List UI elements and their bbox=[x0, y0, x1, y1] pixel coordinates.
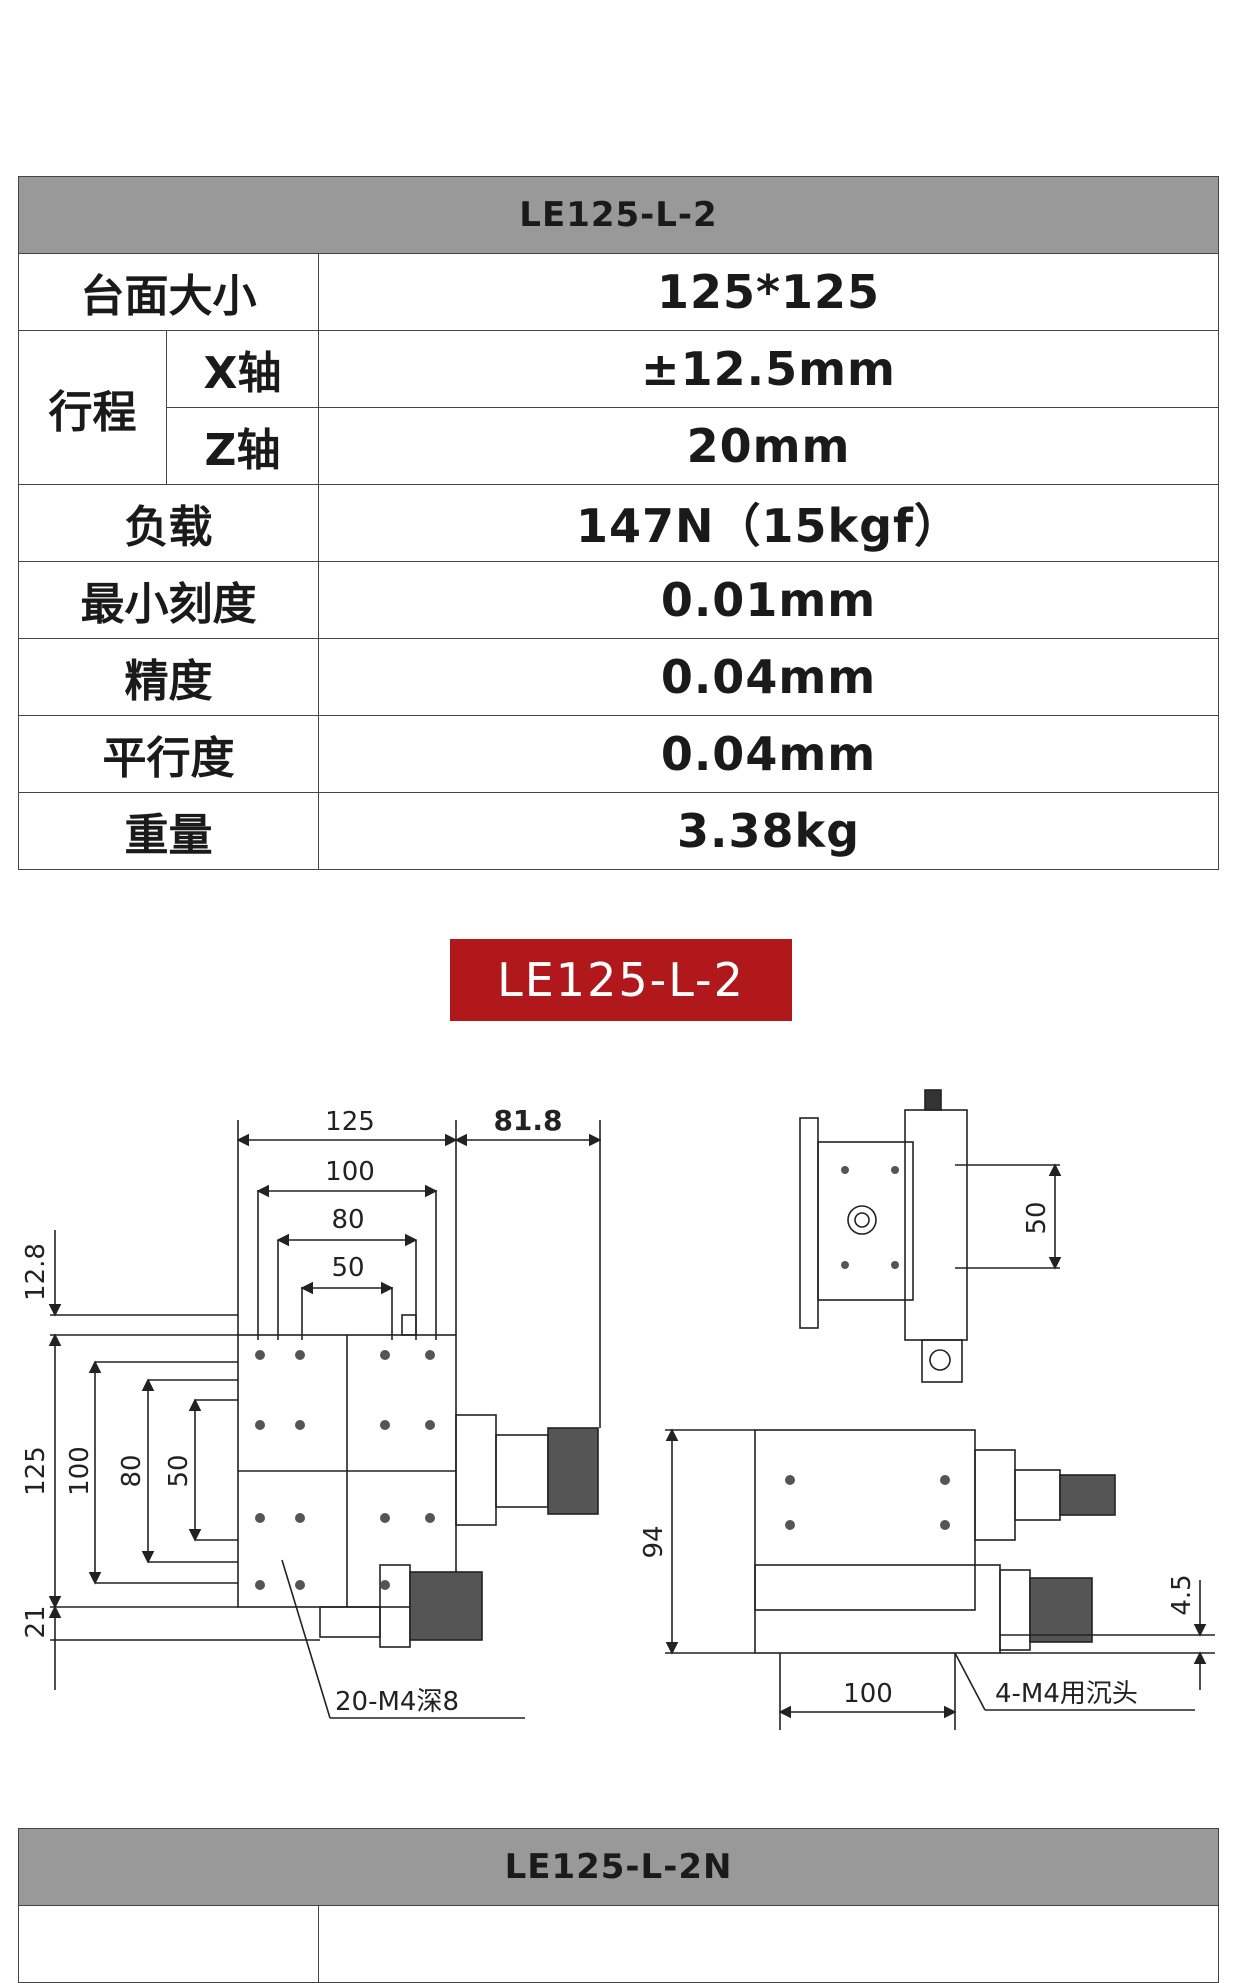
dim-100-front: 100 bbox=[843, 1679, 893, 1709]
front-view-body bbox=[754, 1429, 976, 1611]
dim-12-8: 12.8 bbox=[21, 1243, 51, 1301]
dim-50-top: 50 bbox=[331, 1253, 364, 1283]
table-title-2: LE125-L-2N bbox=[18, 1828, 1219, 1906]
dim-80-top: 80 bbox=[331, 1205, 364, 1235]
label-z-axis: Z轴 bbox=[166, 407, 319, 485]
label-x-axis: X轴 bbox=[166, 330, 319, 408]
label-precision: 精度 bbox=[18, 638, 319, 716]
label-table-size: 台面大小 bbox=[18, 253, 319, 331]
dim-50-left: 50 bbox=[164, 1454, 194, 1487]
label-parallelism: 平行度 bbox=[18, 715, 319, 793]
dim-21: 21 bbox=[21, 1605, 51, 1638]
value-x-stroke: ±12.5mm bbox=[317, 330, 1220, 408]
model-badge: LE125-L-2 bbox=[450, 939, 792, 1021]
dim-50-side: 50 bbox=[1022, 1201, 1052, 1234]
dim-100-left: 100 bbox=[65, 1446, 95, 1496]
table-title: LE125-L-2 bbox=[17, 176, 1220, 254]
table-2-cell bbox=[318, 1905, 1219, 1983]
table-2-cell bbox=[18, 1905, 319, 1983]
value-precision: 0.04mm bbox=[317, 638, 1220, 716]
label-min-scale: 最小刻度 bbox=[18, 561, 319, 639]
value-load: 147N（15kgf） bbox=[317, 484, 1220, 562]
label-weight: 重量 bbox=[18, 792, 319, 870]
value-parallelism: 0.04mm bbox=[317, 715, 1220, 793]
dim-81-8: 81.8 bbox=[493, 1104, 562, 1137]
label-stroke: 行程 bbox=[18, 330, 167, 485]
side-view-body bbox=[799, 1117, 819, 1329]
technical-drawing: 125 81.8 100 80 50 12.8 125 100 80 50 21… bbox=[21, 1089, 1215, 1730]
value-weight: 3.38kg bbox=[317, 792, 1220, 870]
value-z-stroke: 20mm bbox=[317, 407, 1220, 485]
dim-100-top: 100 bbox=[325, 1157, 375, 1187]
spec-table-2: LE125-L-2N bbox=[18, 1828, 1219, 1983]
note-holes: 20-M4深8 bbox=[335, 1687, 459, 1717]
note-countersink: 4-M4用沉头 bbox=[995, 1679, 1138, 1709]
dim-80-left: 80 bbox=[117, 1454, 147, 1487]
dim-94: 94 bbox=[639, 1525, 669, 1558]
label-load: 负载 bbox=[18, 484, 319, 562]
dim-4-5: 4.5 bbox=[1167, 1574, 1197, 1615]
value-table-size: 125*125 bbox=[317, 253, 1220, 331]
spec-table: LE125-L-2 台面大小 125*125 行程 X轴 ±12.5mm Z轴 … bbox=[17, 176, 1220, 870]
dim-125: 125 bbox=[325, 1107, 375, 1137]
value-min-scale: 0.01mm bbox=[317, 561, 1220, 639]
dim-125-left: 125 bbox=[21, 1446, 51, 1496]
